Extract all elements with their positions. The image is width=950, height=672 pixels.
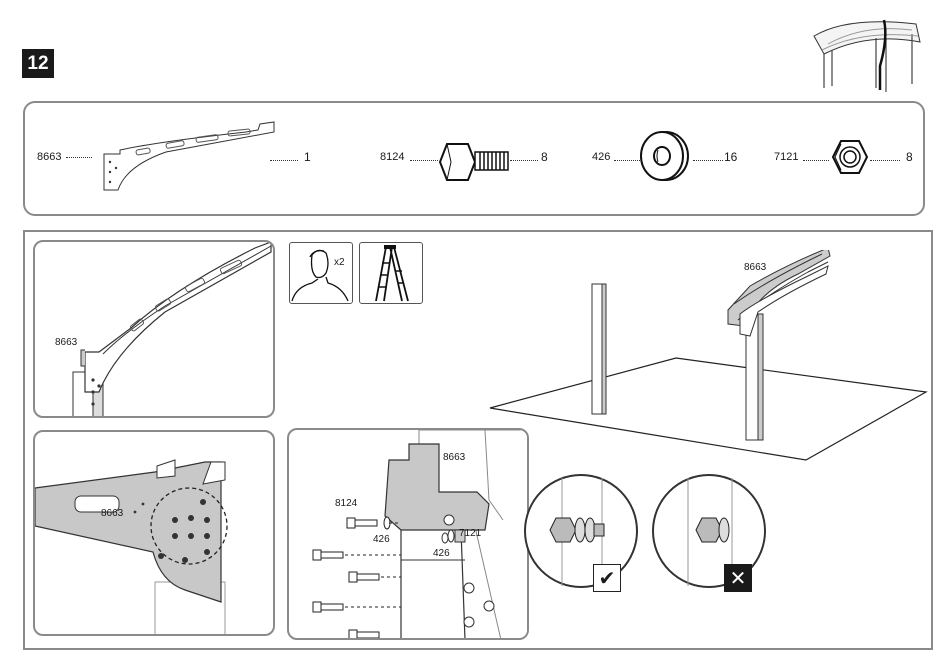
scene-install-rafter: 8663 [488,250,928,462]
part-qty-label: 1 [304,150,311,164]
leader-dots [270,160,298,161]
tool-required-box [359,242,423,304]
ladder-icon [360,243,422,303]
slab-and-posts-illustration [488,250,928,462]
detail-bolt-assembly: 8663 8124 426 426 7121 [287,428,529,640]
leader-dots [870,160,900,161]
step-number: 12 [27,53,48,75]
part-id-label: 8663 [37,151,61,163]
bolt-assembly-illustration [289,430,529,640]
part-qty-label: 16 [724,150,737,164]
bolt-pattern-illustration [35,432,275,636]
part-id-label: 8124 [380,151,404,163]
callout-label: 426 [373,534,390,545]
callout-label: 8663 [744,262,766,273]
correct-bolt-illustration [522,472,640,590]
correct-orientation-detail [522,472,640,590]
callout-label: 426 [433,548,450,559]
rafter-bracket-icon [96,118,278,193]
step-number-badge: 12 [22,49,54,78]
leader-dots [410,160,438,161]
leader-dots [66,157,92,158]
rafter-post-illustration [35,242,275,418]
part-qty-label: 8 [906,150,913,164]
part-qty-label: 8 [541,150,548,164]
hex-nut-icon [829,138,869,176]
leader-dots [510,160,538,161]
callout-label: 8124 [335,498,357,509]
leader-dots [803,160,829,161]
person-icon [290,243,352,303]
washer-icon [640,130,690,182]
detail-rafter-on-post: 8663 [33,240,275,418]
cross-icon: ✕ [724,564,752,592]
correct-mark: ✔ [599,566,616,591]
carport-thumbnail [808,14,928,96]
callout-label: 7121 [459,528,481,539]
incorrect-mark: ✕ [730,566,747,591]
part-id-label: 426 [592,151,610,163]
leader-dots [693,160,723,161]
detail-bolt-pattern: 8663 [33,430,275,636]
carport-overview-icon [808,14,928,96]
hex-bolt-icon [438,140,510,184]
check-icon: ✔ [593,564,621,592]
people-required-box: x2 [289,242,353,304]
leader-dots [614,160,640,161]
callout-label: 8663 [55,337,77,348]
people-count: x2 [334,257,345,268]
callout-label: 8663 [101,508,123,519]
part-id-label: 7121 [774,151,798,163]
callout-label: 8663 [443,452,465,463]
